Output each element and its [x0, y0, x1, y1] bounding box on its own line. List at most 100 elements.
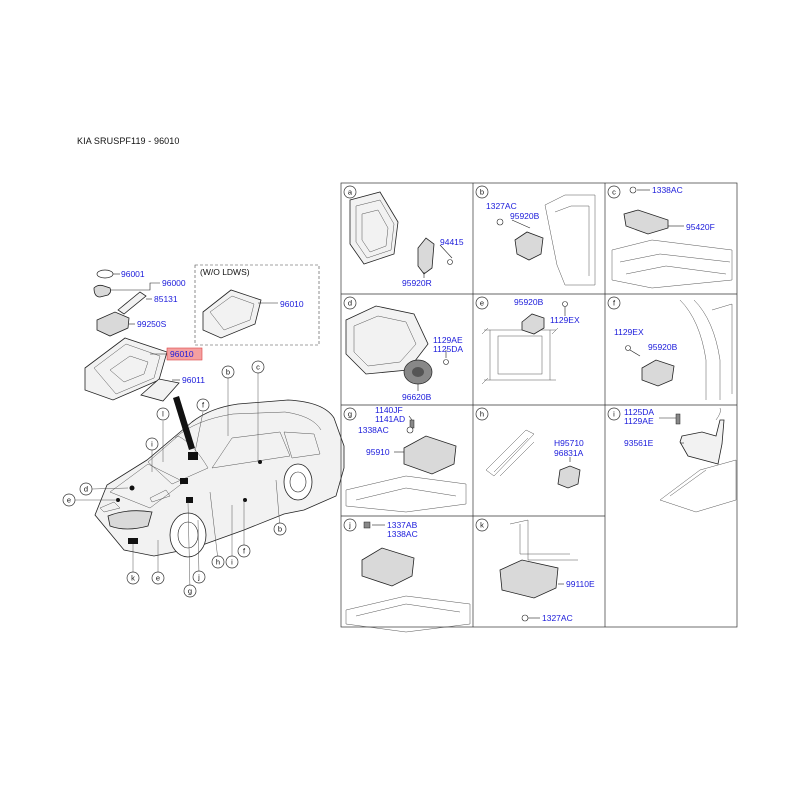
svg-text:e: e: [156, 574, 160, 583]
callout-c[interactable]: c: [251, 360, 265, 374]
part-label-96001[interactable]: 96001: [121, 269, 145, 279]
panel-h-letter[interactable]: h: [475, 407, 489, 421]
panel-g-part-1141ad[interactable]: 1141AD: [375, 414, 405, 424]
panel-b-part-1327ac[interactable]: 1327AC: [486, 201, 517, 211]
part-label-99250s[interactable]: 99250S: [137, 319, 167, 329]
panel-c-part-1338ac[interactable]: 1338AC: [652, 185, 683, 195]
panel-d: d 1129AE 1125DA 96620B: [343, 296, 463, 402]
svg-text:i: i: [231, 558, 233, 567]
panel-a-letter[interactable]: a: [343, 185, 357, 199]
panel-b-part-95920b[interactable]: 95920B: [510, 211, 540, 221]
panel-i-part-1125da[interactable]: 1125DA: [624, 407, 654, 417]
panel-g-part-1140jf[interactable]: 1140JF: [375, 405, 403, 415]
svg-text:k: k: [480, 521, 484, 530]
panel-f-letter[interactable]: f: [607, 296, 621, 310]
part-96000-mic: [93, 284, 112, 298]
svg-text:b: b: [480, 188, 484, 197]
panel-i-part-93561e[interactable]: 93561E: [624, 438, 654, 448]
svg-text:l: l: [162, 410, 164, 419]
svg-text:k: k: [131, 574, 135, 583]
car-callouts: l f b c i d e k e g j h i f b: [62, 360, 287, 598]
callout-l-upper[interactable]: l: [156, 407, 170, 421]
svg-text:j: j: [197, 573, 200, 582]
pointer-to-console: [173, 396, 195, 450]
panel-f-part-1129ex[interactable]: 1129EX: [614, 327, 644, 337]
callout-i-lower[interactable]: i: [225, 555, 239, 569]
panel-h-part-h95710[interactable]: H95710: [554, 438, 584, 448]
callout-e-left[interactable]: e: [62, 493, 76, 507]
svg-text:c: c: [612, 188, 616, 197]
panel-e-part-95920b[interactable]: 95920B: [514, 297, 544, 307]
panel-b-letter[interactable]: b: [475, 185, 489, 199]
panel-b: b 1327AC 95920B: [475, 185, 596, 286]
panel-j-letter[interactable]: j: [343, 518, 357, 532]
svg-text:j: j: [348, 521, 351, 530]
svg-text:f: f: [202, 401, 205, 410]
part-96011-bracket: [140, 378, 180, 402]
panel-k-part-1327ac[interactable]: 1327AC: [542, 613, 573, 623]
panel-c-letter[interactable]: c: [607, 185, 621, 199]
panel-i-part-1129ae[interactable]: 1129AE: [624, 416, 654, 426]
part-label-96000[interactable]: 96000: [162, 278, 186, 288]
callout-i-upper[interactable]: i: [145, 437, 159, 451]
panel-c: c 1338AC 95420F: [607, 185, 733, 289]
svg-text:d: d: [84, 485, 88, 494]
callout-j[interactable]: j: [192, 570, 206, 584]
panel-k-letter[interactable]: k: [475, 518, 489, 532]
svg-text:e: e: [67, 496, 71, 505]
svg-text:f: f: [243, 547, 246, 556]
svg-text:h: h: [216, 558, 220, 567]
page-title: KIA SRUSPF119 - 96010: [77, 136, 180, 146]
wo-ldws-label: (W/O LDWS): [200, 267, 250, 277]
wo-ldws-box: [194, 264, 320, 346]
panel-c-part-95420f[interactable]: 95420F: [686, 222, 715, 232]
svg-text:h: h: [480, 410, 484, 419]
callout-b-lower[interactable]: b: [273, 522, 287, 536]
callout-f-lower[interactable]: f: [237, 544, 251, 558]
part-85131-cover: [117, 291, 147, 315]
panel-a-part-94415[interactable]: 94415: [440, 237, 464, 247]
panel-f-part-95920b[interactable]: 95920B: [648, 342, 678, 352]
callout-e-bottom[interactable]: e: [151, 571, 165, 585]
svg-text:g: g: [348, 410, 352, 419]
part-label-96010[interactable]: 96010: [170, 349, 194, 359]
svg-text:b: b: [278, 525, 282, 534]
panel-e-letter[interactable]: e: [475, 296, 489, 310]
panel-g-part-1338ac[interactable]: 1338AC: [358, 425, 389, 435]
panel-j: j 1337AB 1338AC: [343, 518, 471, 633]
panel-e-part-1129ex[interactable]: 1129EX: [550, 315, 580, 325]
svg-text:b: b: [226, 368, 230, 377]
overhead-console-assembly: (W/O LDWS) 96001 96000 85131 99250S 9601…: [84, 264, 320, 402]
callout-b-upper[interactable]: b: [221, 365, 235, 379]
panel-g-part-95910[interactable]: 95910: [366, 447, 390, 457]
svg-text:e: e: [480, 299, 484, 308]
panel-j-part-1338ac[interactable]: 1338AC: [387, 529, 418, 539]
panel-e: e 95920B 1129EX: [475, 296, 580, 385]
panel-h-part-96831a[interactable]: 96831A: [554, 448, 584, 458]
callout-h[interactable]: h: [211, 555, 225, 569]
panel-i-letter[interactable]: i: [607, 407, 621, 421]
panel-i: i 1125DA 1129AE 93561E: [607, 407, 737, 513]
callout-g[interactable]: g: [183, 584, 197, 598]
panel-d-part-96620b[interactable]: 96620B: [402, 392, 432, 402]
callout-d[interactable]: d: [79, 482, 93, 496]
panel-k-part-99110e[interactable]: 99110E: [566, 579, 595, 589]
part-96010-console-wo-ldws: [202, 289, 262, 339]
panel-d-letter[interactable]: d: [343, 296, 357, 310]
part-99250s-sensor: [96, 311, 130, 337]
panel-j-part-1337ab[interactable]: 1337AB: [387, 520, 418, 530]
part-96001-ring: [96, 269, 114, 279]
panel-a-part-95920r[interactable]: 95920R: [402, 278, 432, 288]
panel-d-part-1129ae[interactable]: 1129AE: [433, 335, 463, 345]
part-label-85131[interactable]: 85131: [154, 294, 178, 304]
panel-d-part-1125da[interactable]: 1125DA: [433, 344, 463, 354]
panel-f: f 1129EX 95920B: [607, 296, 733, 400]
svg-text:c: c: [256, 363, 260, 372]
callout-k[interactable]: k: [126, 571, 140, 585]
callout-f-upper[interactable]: f: [196, 398, 210, 412]
panel-g-letter[interactable]: g: [343, 407, 357, 421]
detail-panels: a 94415 95920R b 1327AC 95920B c: [340, 182, 738, 633]
part-label-96010-wo-ldws[interactable]: 96010: [280, 299, 304, 309]
part-label-96011[interactable]: 96011: [182, 375, 205, 385]
